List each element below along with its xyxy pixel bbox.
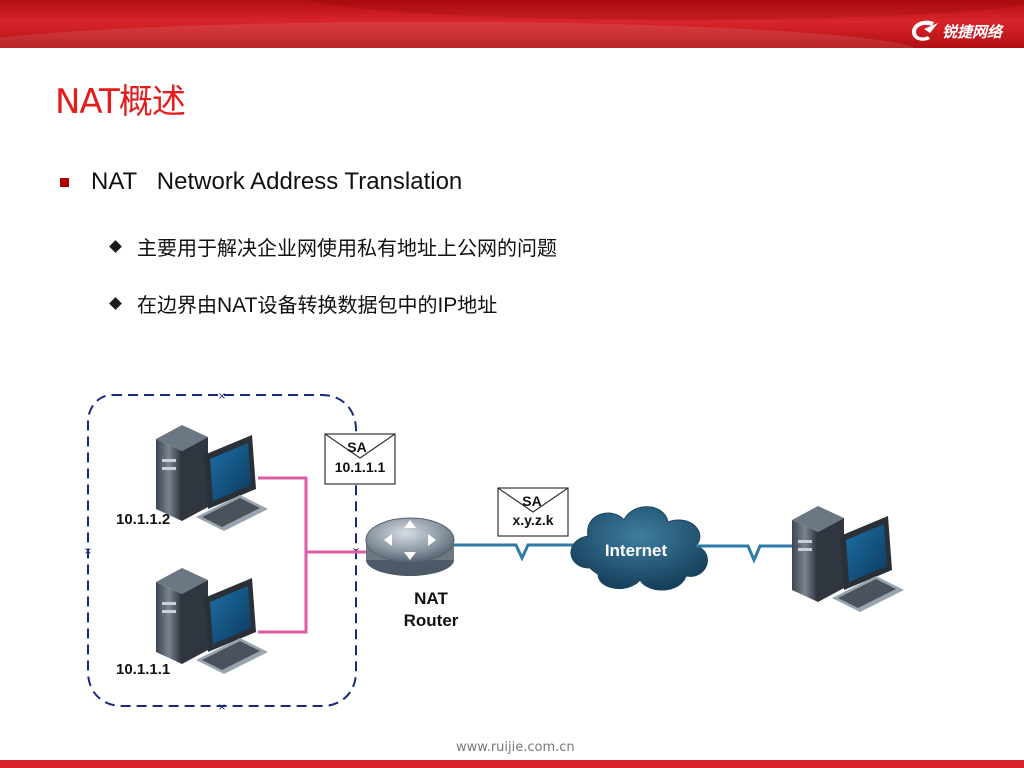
banner-shade bbox=[300, 0, 1024, 20]
slide-title: NAT概述 bbox=[55, 82, 186, 122]
nat-router bbox=[365, 517, 455, 576]
square-bullet-icon bbox=[60, 177, 69, 187]
private-network-boundary bbox=[87, 394, 357, 707]
remote-host-computer-icon bbox=[792, 506, 904, 612]
text-part: 设备转换数据包中的 bbox=[257, 293, 438, 317]
envelope-public-label: SA bbox=[522, 493, 541, 509]
text-part-nat: NAT bbox=[217, 294, 258, 317]
envelope-flap bbox=[497, 487, 569, 513]
router-arrows-icon bbox=[384, 520, 436, 560]
ruijie-logo: 锐捷网络 bbox=[910, 18, 1002, 44]
envelope-public: SA x.y.z.k bbox=[497, 487, 569, 537]
bullet-nat-text: NAT Network Address Translation bbox=[91, 168, 463, 195]
footer-band bbox=[0, 760, 1024, 768]
footer-url: www.ruijie.com.cn bbox=[456, 740, 575, 755]
internet-link bbox=[696, 544, 810, 564]
boundary-handle: × bbox=[218, 702, 226, 713]
router-label-line2: Router bbox=[404, 611, 459, 630]
text-part: 地址 bbox=[457, 293, 498, 317]
boundary-handle: × bbox=[84, 546, 92, 557]
internet-cloud-icon: Internet bbox=[570, 506, 708, 591]
host-top-computer-icon bbox=[156, 425, 268, 531]
host-bottom-ip: 10.1.1.1 bbox=[116, 661, 170, 678]
envelope-flap bbox=[324, 433, 396, 459]
sub-bullet-purpose-text: 主要用于解决企业网使用私有地址上公网的问题 bbox=[137, 236, 557, 260]
bullet-nat: NAT Network Address Translation bbox=[60, 168, 462, 196]
lan-link bbox=[258, 476, 308, 634]
host-bottom-computer-icon bbox=[156, 568, 268, 674]
wan-link bbox=[454, 543, 580, 562]
sub-bullet-translation-text: 在边界由NAT设备转换数据包中的IP地址 bbox=[137, 289, 497, 318]
logo-text: 锐捷网络 bbox=[941, 22, 1002, 41]
host-top-ip: 10.1.1.2 bbox=[116, 511, 170, 528]
envelope-private: SA 10.1.1.1 bbox=[324, 433, 396, 485]
router-label-line1: NAT bbox=[414, 589, 448, 608]
sub-bullet-translation: 在边界由NAT设备转换数据包中的IP地址 bbox=[109, 289, 497, 318]
router-icon bbox=[365, 517, 455, 563]
ruijie-logo-icon bbox=[911, 20, 938, 41]
envelope-private-label: SA bbox=[347, 439, 366, 455]
text-part: 在边界由 bbox=[137, 293, 217, 317]
boundary-handle: × bbox=[218, 391, 226, 402]
envelope-public-address: x.y.z.k bbox=[513, 512, 554, 528]
header-banner: 锐捷网络 bbox=[0, 0, 1024, 48]
text-part-ip: IP bbox=[437, 294, 458, 317]
cloud-label: Internet bbox=[605, 541, 668, 560]
sub-bullet-purpose: 主要用于解决企业网使用私有地址上公网的问题 bbox=[109, 232, 557, 261]
envelope-private-address: 10.1.1.1 bbox=[335, 459, 386, 475]
